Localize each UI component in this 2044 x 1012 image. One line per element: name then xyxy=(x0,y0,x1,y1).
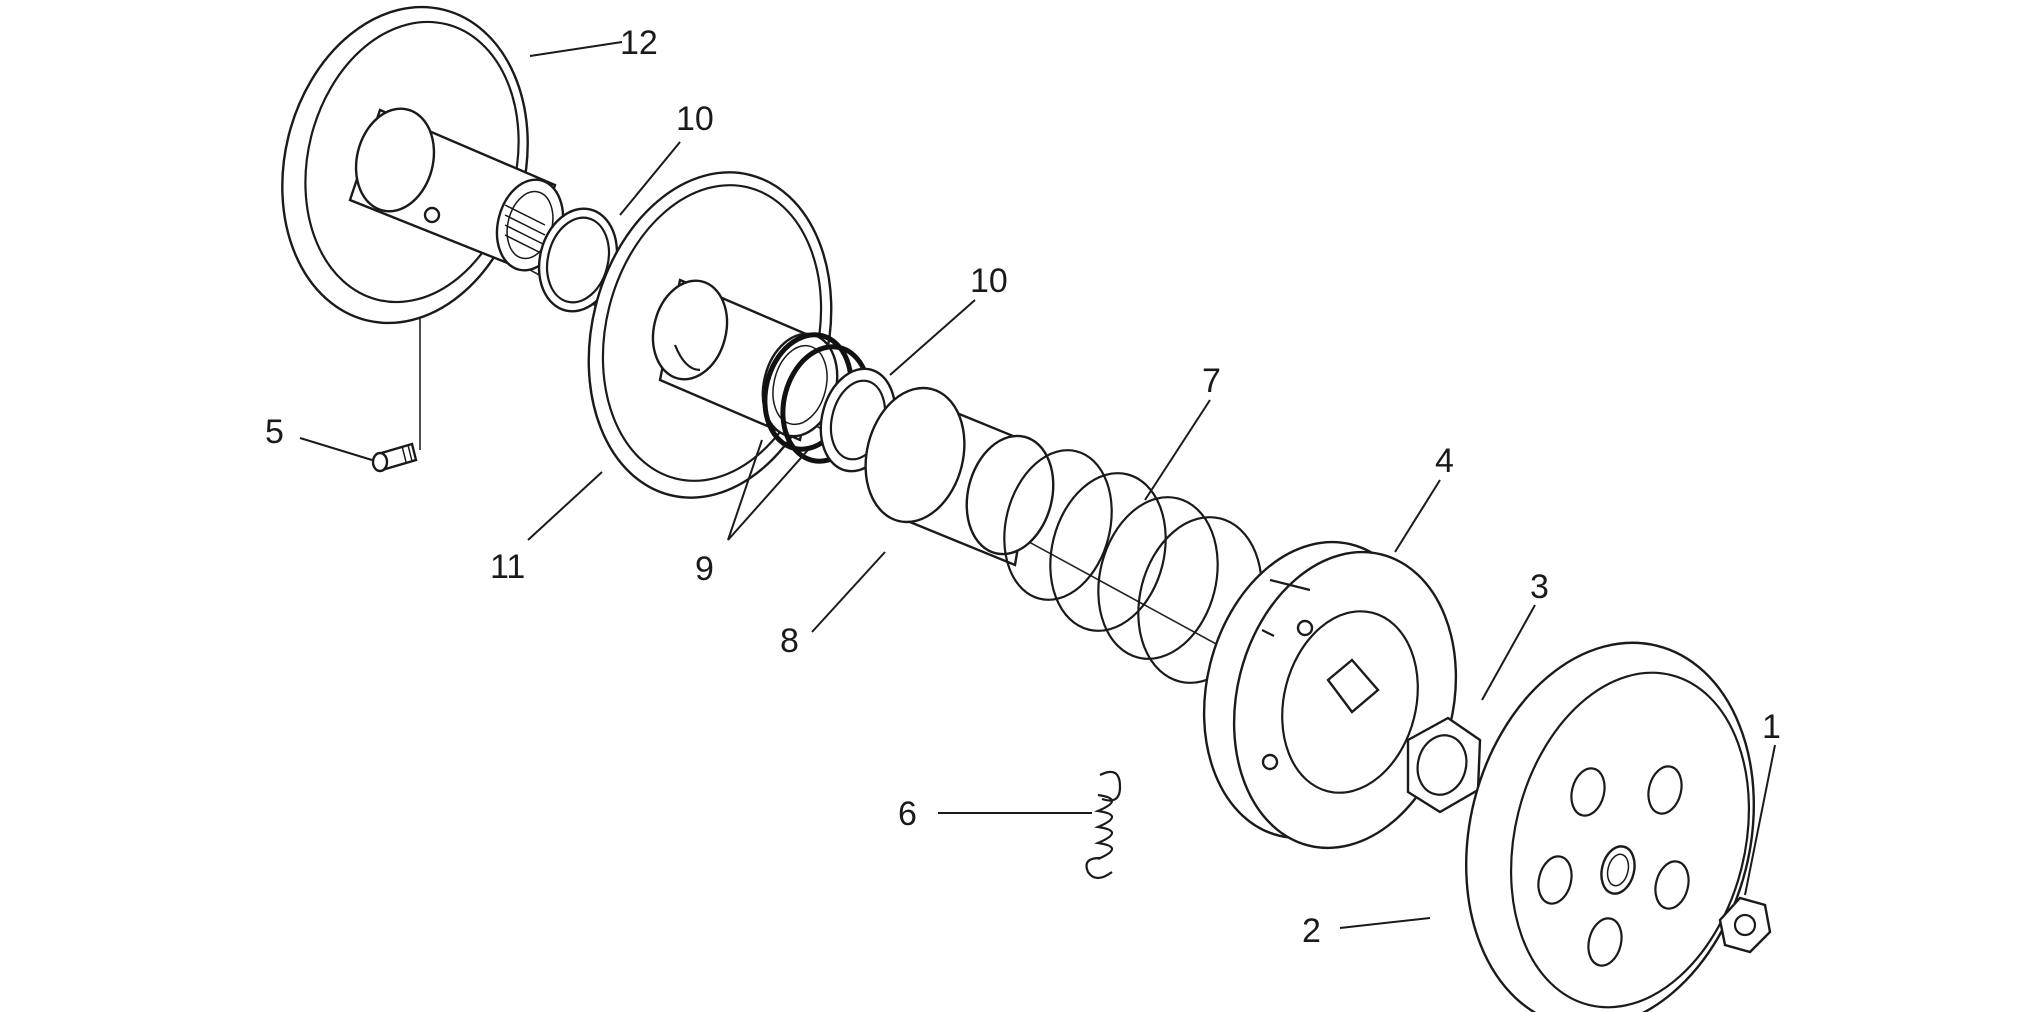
leader-3 xyxy=(1481,604,1536,701)
callout-2: 2 xyxy=(1302,912,1321,950)
callout-12: 12 xyxy=(620,24,658,62)
callout-4: 4 xyxy=(1435,442,1454,480)
part-7-spring xyxy=(1003,449,1263,684)
callout-5: 5 xyxy=(265,413,284,451)
callout-10-lower: 10 xyxy=(970,262,1008,300)
leader-8 xyxy=(811,551,886,633)
part-8-spring-sleeve xyxy=(864,386,1055,567)
callout-labels: 12 10 10 7 4 3 1 5 11 9 8 6 2 xyxy=(265,24,1781,950)
callout-6: 6 xyxy=(898,795,917,833)
leader-11 xyxy=(527,471,603,541)
part-1-nut xyxy=(1718,896,1772,954)
leader-9a xyxy=(727,439,763,541)
leader-12 xyxy=(529,41,623,57)
part-12-fixed-pulley xyxy=(281,5,565,325)
leader-10-lower xyxy=(889,299,976,376)
leader-5 xyxy=(299,437,373,461)
leader-2 xyxy=(1339,917,1431,929)
part-10-ring-upper xyxy=(537,207,619,313)
leader-7 xyxy=(1144,399,1211,501)
leader-4 xyxy=(1394,479,1441,553)
leader-9b xyxy=(727,449,809,541)
callout-9: 9 xyxy=(695,550,714,588)
part-6-tension-spring xyxy=(1085,770,1122,880)
leader-1 xyxy=(1744,744,1776,896)
leader-10-upper xyxy=(619,141,681,216)
part-5-pin xyxy=(371,442,418,473)
callout-10-upper: 10 xyxy=(676,100,714,138)
callout-8: 8 xyxy=(780,622,799,660)
callout-1: 1 xyxy=(1762,708,1781,746)
part-2-clutch-bell xyxy=(1465,641,1755,1012)
part-4-clutch-shoes xyxy=(1202,540,1458,850)
callout-7: 7 xyxy=(1202,362,1221,400)
part-11-movable-pulley xyxy=(587,171,839,499)
callout-11: 11 xyxy=(490,548,525,586)
callout-leaders xyxy=(299,41,1776,929)
callout-3: 3 xyxy=(1530,568,1549,606)
